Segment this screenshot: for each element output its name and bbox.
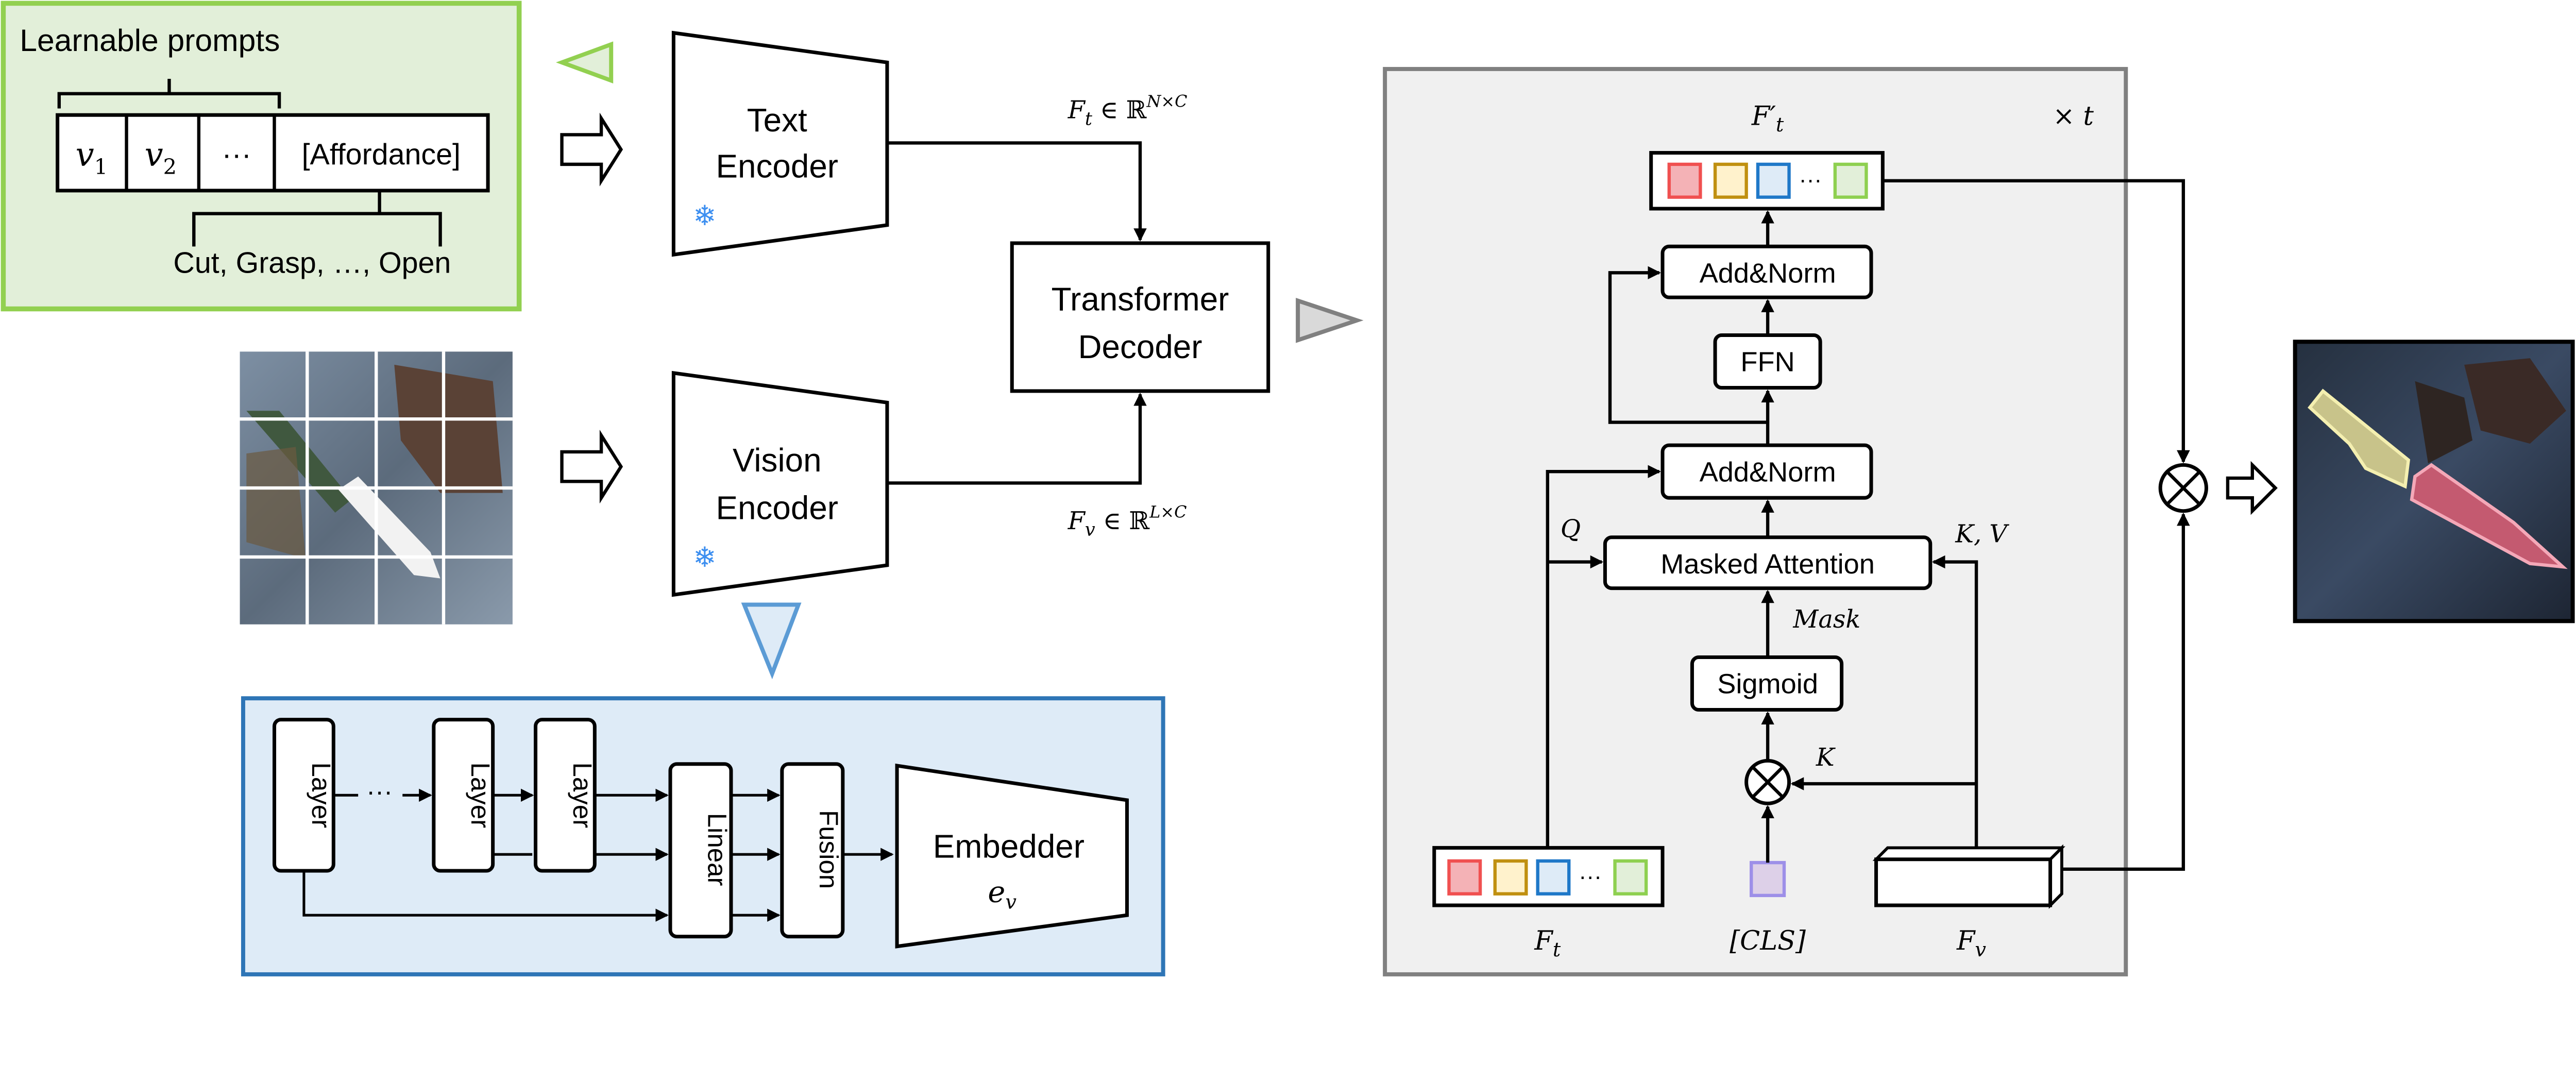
query-label: Q bbox=[1561, 515, 1581, 544]
masked-attention-label: Masked Attention bbox=[1660, 549, 1875, 580]
vision-detail-pointer-icon bbox=[741, 602, 802, 680]
token-affordance: [Affordance] bbox=[302, 138, 461, 171]
decoder-label: Decoder bbox=[1078, 328, 1202, 365]
text-feature-arrow bbox=[887, 141, 1147, 242]
decoder-detail-panel: F′t × t ··· Add&Norm FFN Add&Norm Masked… bbox=[1383, 66, 2128, 976]
affordance-list: Cut, Grasp, …, Open bbox=[173, 246, 451, 279]
embedder-label: Embedder bbox=[933, 828, 1084, 865]
prompt-panel-pointer-icon bbox=[555, 41, 614, 83]
vision-feature-arrow bbox=[887, 393, 1147, 485]
token-ellipsis: ··· bbox=[222, 138, 251, 171]
vision-encoder-detail-panel: Layer Layer Layer ··· Linear Fusion Embe… bbox=[241, 696, 1165, 976]
vision-feature-block bbox=[1872, 844, 2065, 909]
vision-feature-label: Fv bbox=[1956, 926, 1986, 961]
arrow-right-icon bbox=[560, 112, 623, 187]
arrow-right-icon bbox=[2226, 461, 2278, 515]
output-token-box: ··· bbox=[1649, 151, 1885, 211]
linear-label: Linear bbox=[702, 813, 732, 886]
transformer-decoder: Transformer Decoder bbox=[1010, 241, 1270, 393]
decoder-detail-pointer-icon bbox=[1296, 298, 1364, 343]
output-segmentation-image bbox=[2293, 340, 2575, 623]
repeat-label: × t bbox=[2053, 101, 2094, 131]
key-value-label: K, V bbox=[1955, 520, 2009, 548]
input-image-patches bbox=[240, 351, 513, 625]
snowflake-icon: ❄ bbox=[693, 541, 716, 573]
sigmoid-label: Sigmoid bbox=[1717, 669, 1818, 700]
add-norm-label: Add&Norm bbox=[1700, 457, 1836, 487]
sigmoid-block bbox=[1690, 655, 1844, 712]
arrow-right-icon bbox=[560, 430, 623, 504]
layer-label: Layer bbox=[307, 763, 336, 829]
fusion-label: Fusion bbox=[814, 810, 843, 889]
fusion-block bbox=[780, 762, 845, 939]
text-feature-label: Ft bbox=[1534, 926, 1561, 961]
cls-token bbox=[1750, 860, 1786, 898]
token-v2: v2 bbox=[145, 136, 177, 179]
token-ellipsis: ··· bbox=[1579, 864, 1602, 889]
output-feature-label: F′t bbox=[1751, 101, 1784, 137]
linear-block bbox=[668, 762, 733, 939]
multiply-icon bbox=[1744, 758, 1791, 805]
token-v1: v1 bbox=[76, 136, 108, 179]
architecture-diagram: Learnable prompts v1 v2 ··· [Affordance]… bbox=[1, 1, 2575, 976]
prompt-panel: Learnable prompts v1 v2 ··· [Affordance]… bbox=[1, 1, 522, 312]
vision-feature-label: Fv ∈ ℝL×C bbox=[1067, 502, 1187, 540]
add-norm-label: Add&Norm bbox=[1700, 258, 1836, 289]
embedder-block bbox=[895, 763, 1129, 949]
vision-encoder: Vision Encoder ❄ bbox=[671, 370, 889, 597]
text-feature-token-box: ··· bbox=[1432, 846, 1665, 907]
key-label: K bbox=[1816, 744, 1836, 772]
layer-ellipsis: ··· bbox=[366, 777, 393, 806]
token-ellipsis: ··· bbox=[1799, 167, 1822, 193]
prompt-panel-title: Learnable prompts bbox=[20, 23, 280, 58]
cls-label: [CLS] bbox=[1730, 926, 1806, 956]
text-encoder-label: Text bbox=[747, 102, 807, 139]
affordance-bracket bbox=[192, 190, 442, 247]
embedder-symbol: ev bbox=[988, 875, 1016, 914]
decoder-label: Transformer bbox=[1052, 281, 1229, 318]
text-encoder-shape bbox=[671, 30, 889, 257]
vision-encoder-shape bbox=[671, 370, 889, 597]
vision-encoder-label: Vision bbox=[733, 442, 822, 479]
snowflake-icon: ❄ bbox=[693, 199, 716, 232]
layer-label: Layer bbox=[568, 763, 597, 829]
multiply-icon bbox=[2158, 463, 2209, 513]
mask-label: Mask bbox=[1792, 605, 1860, 634]
ffn-label: FFN bbox=[1740, 347, 1794, 378]
layer-label: Layer bbox=[466, 763, 495, 829]
prompt-brace bbox=[57, 79, 281, 109]
vision-encoder-label: Encoder bbox=[716, 490, 839, 527]
text-feature-label: Ft ∈ ℝN×C bbox=[1067, 91, 1188, 129]
text-encoder-label: Encoder bbox=[716, 147, 839, 184]
text-encoder: Text Encoder ❄ bbox=[671, 30, 889, 257]
